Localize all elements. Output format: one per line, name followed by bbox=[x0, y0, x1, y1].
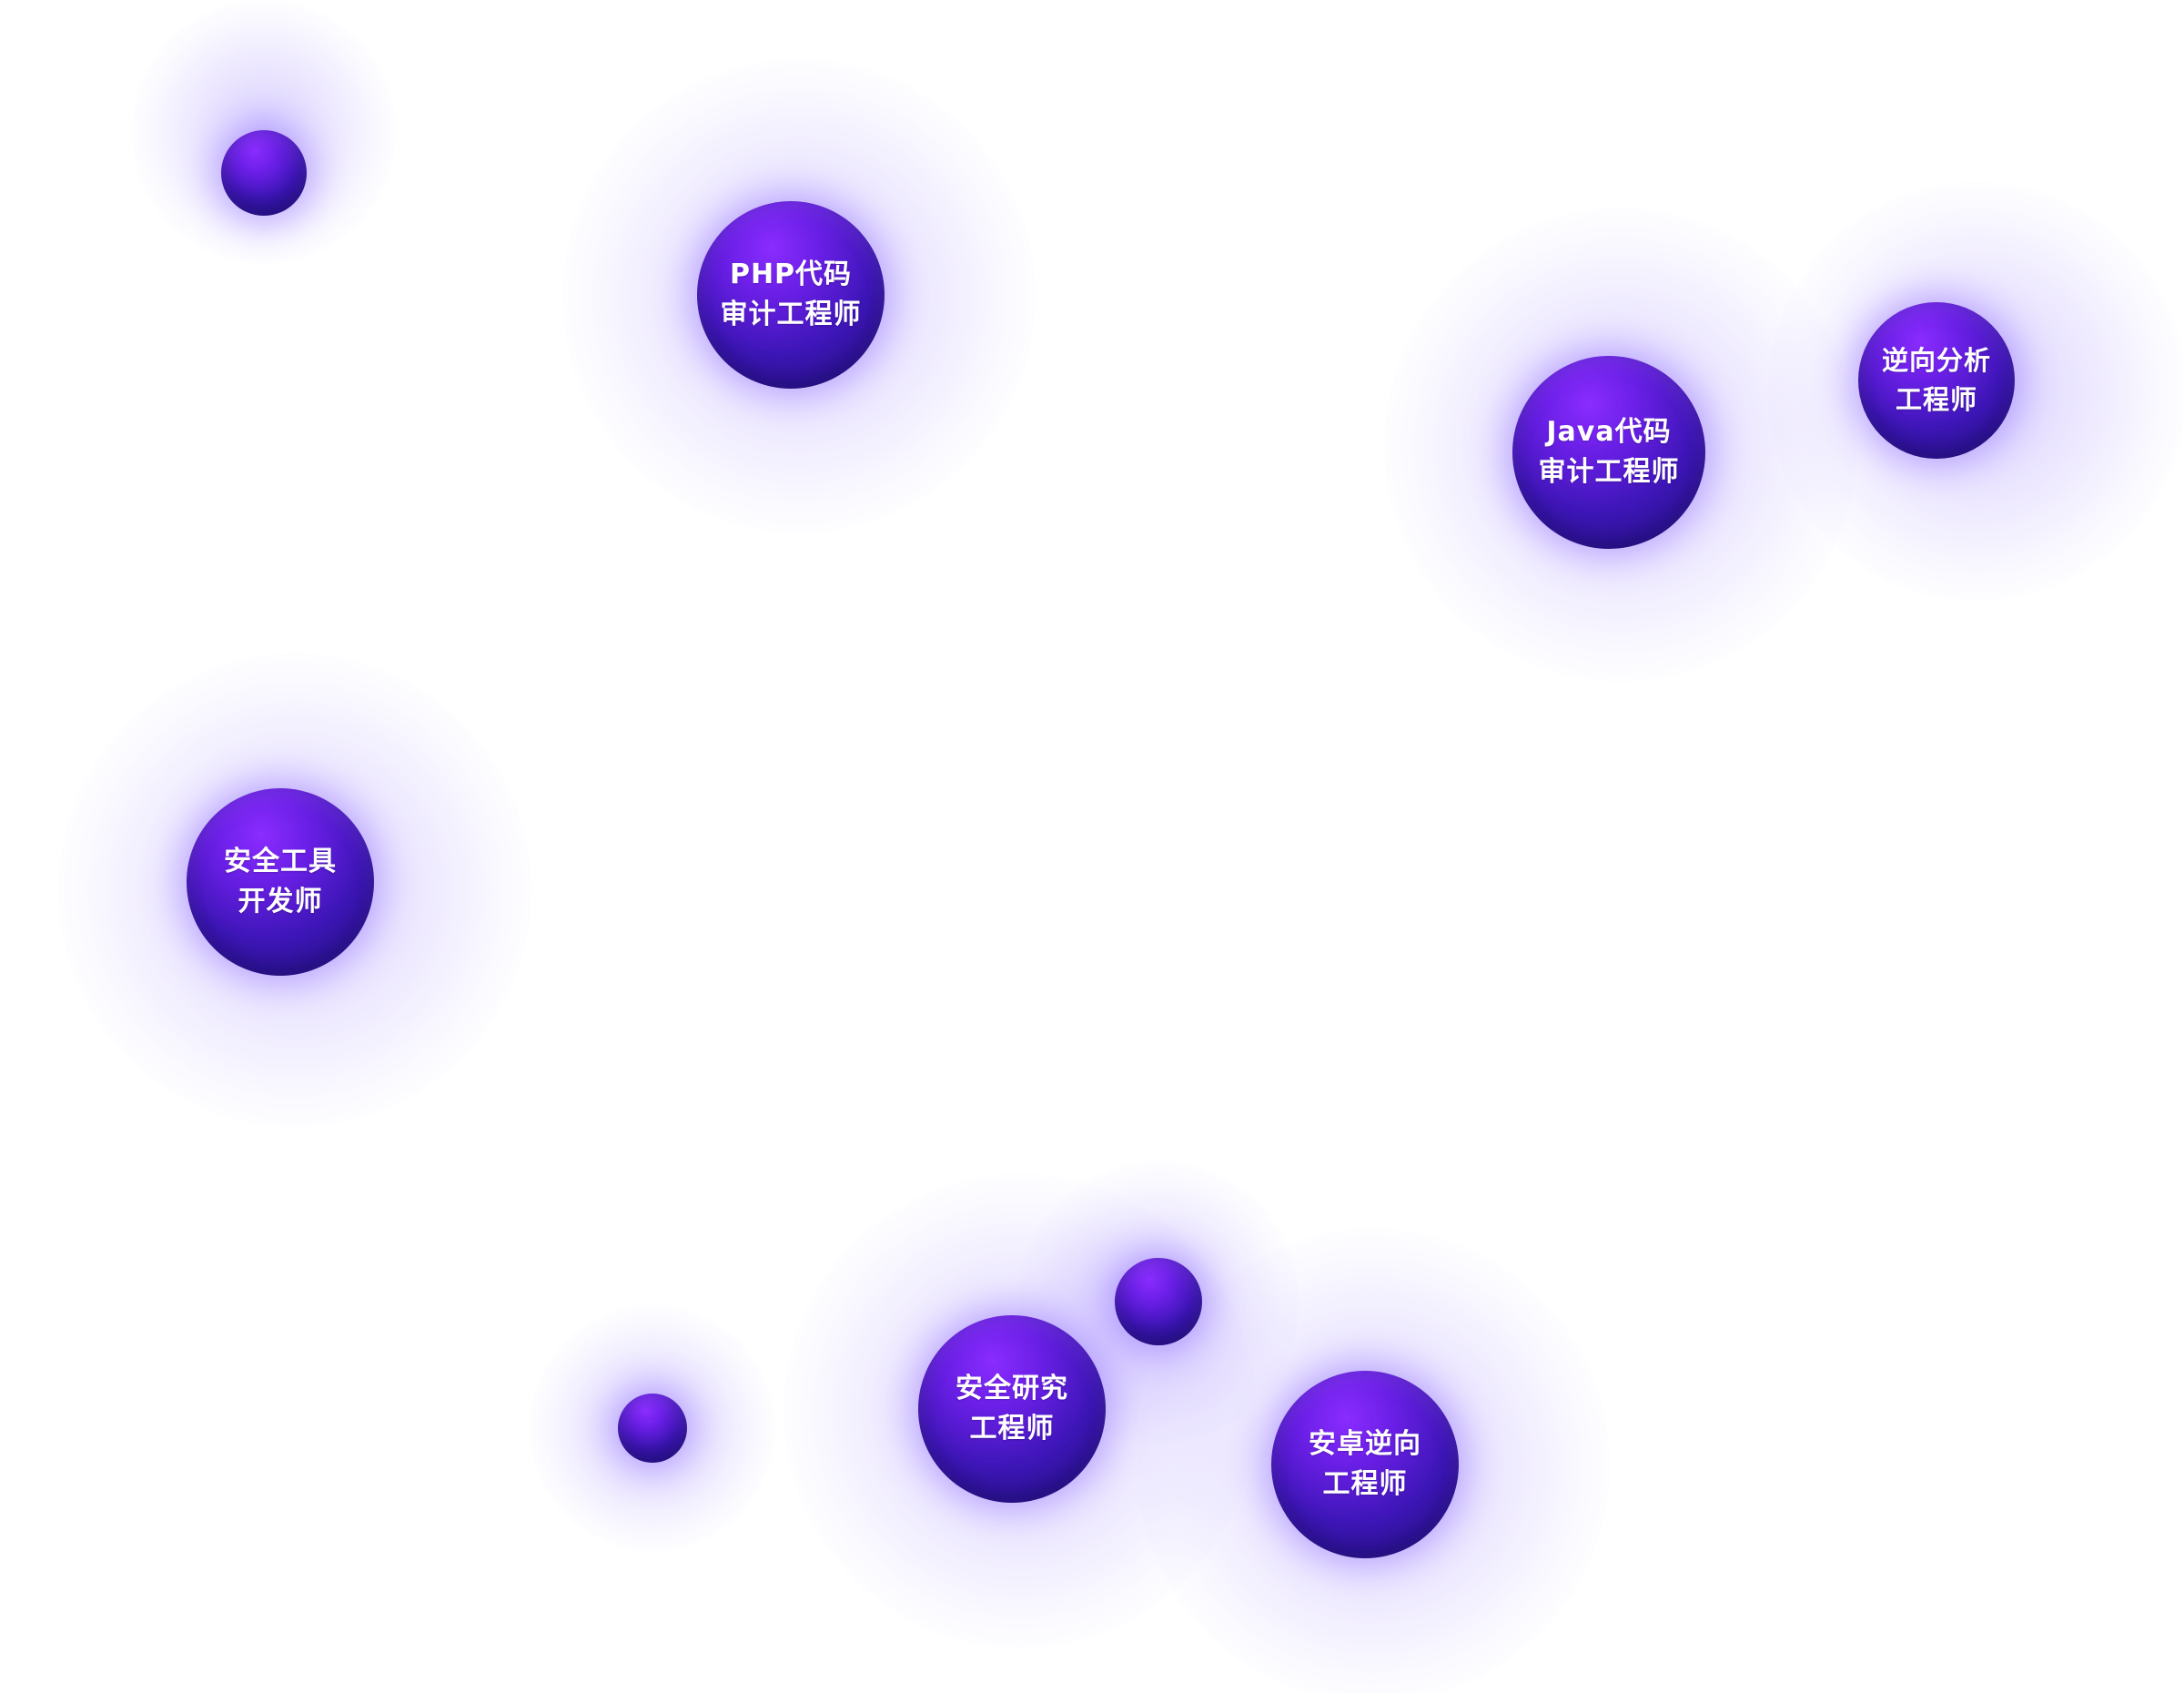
bubble-reverse-analysis-engineer[interactable]: 逆向分析 工程师 bbox=[1858, 302, 2015, 459]
bubble-line-2: 工程师 bbox=[1895, 384, 1977, 415]
bubble-line-1: PHP代码 bbox=[729, 259, 853, 290]
bubble-security-research-engineer[interactable]: 安全研究 工程师 bbox=[918, 1315, 1106, 1503]
bubble-line-2: 工程师 bbox=[1322, 1468, 1408, 1500]
bubble-text: 逆向分析 工程师 bbox=[1882, 345, 1991, 416]
decorative-orb-top-left bbox=[221, 130, 307, 216]
bubble-android-reverse-engineer[interactable]: 安卓逆向 工程师 bbox=[1271, 1371, 1459, 1558]
bubble-line-2: 开发师 bbox=[238, 886, 323, 917]
bubble-text: 安卓逆向 工程师 bbox=[1309, 1428, 1421, 1501]
bubble-line-1: 逆向分析 bbox=[1881, 345, 1991, 377]
decorative-orb-bottom-center bbox=[1115, 1258, 1202, 1345]
bubble-line-2: 审计工程师 bbox=[720, 299, 862, 330]
bubble-text: 安全工具 开发师 bbox=[224, 846, 337, 918]
bubble-line-1: 安全研究 bbox=[956, 1373, 1068, 1404]
bubble-text: Java代码 审计工程师 bbox=[1539, 416, 1680, 489]
bubble-line-2: 工程师 bbox=[969, 1413, 1055, 1445]
bubble-php-code-audit-engineer[interactable]: PHP代码 审计工程师 bbox=[697, 201, 885, 389]
bubble-java-code-audit-engineer[interactable]: Java代码 审计工程师 bbox=[1512, 356, 1705, 549]
bubble-text: 安全研究 工程师 bbox=[956, 1373, 1068, 1445]
bubble-line-1: 安全工具 bbox=[224, 846, 337, 877]
bubble-security-tool-developer[interactable]: 安全工具 开发师 bbox=[187, 788, 374, 976]
bubble-line-1: 安卓逆向 bbox=[1309, 1428, 1421, 1460]
bubble-line-1: Java代码 bbox=[1546, 416, 1672, 448]
bubble-text: PHP代码 审计工程师 bbox=[721, 259, 862, 331]
decorative-orb-bottom-left bbox=[618, 1394, 687, 1463]
bubble-line-2: 审计工程师 bbox=[1538, 456, 1680, 488]
